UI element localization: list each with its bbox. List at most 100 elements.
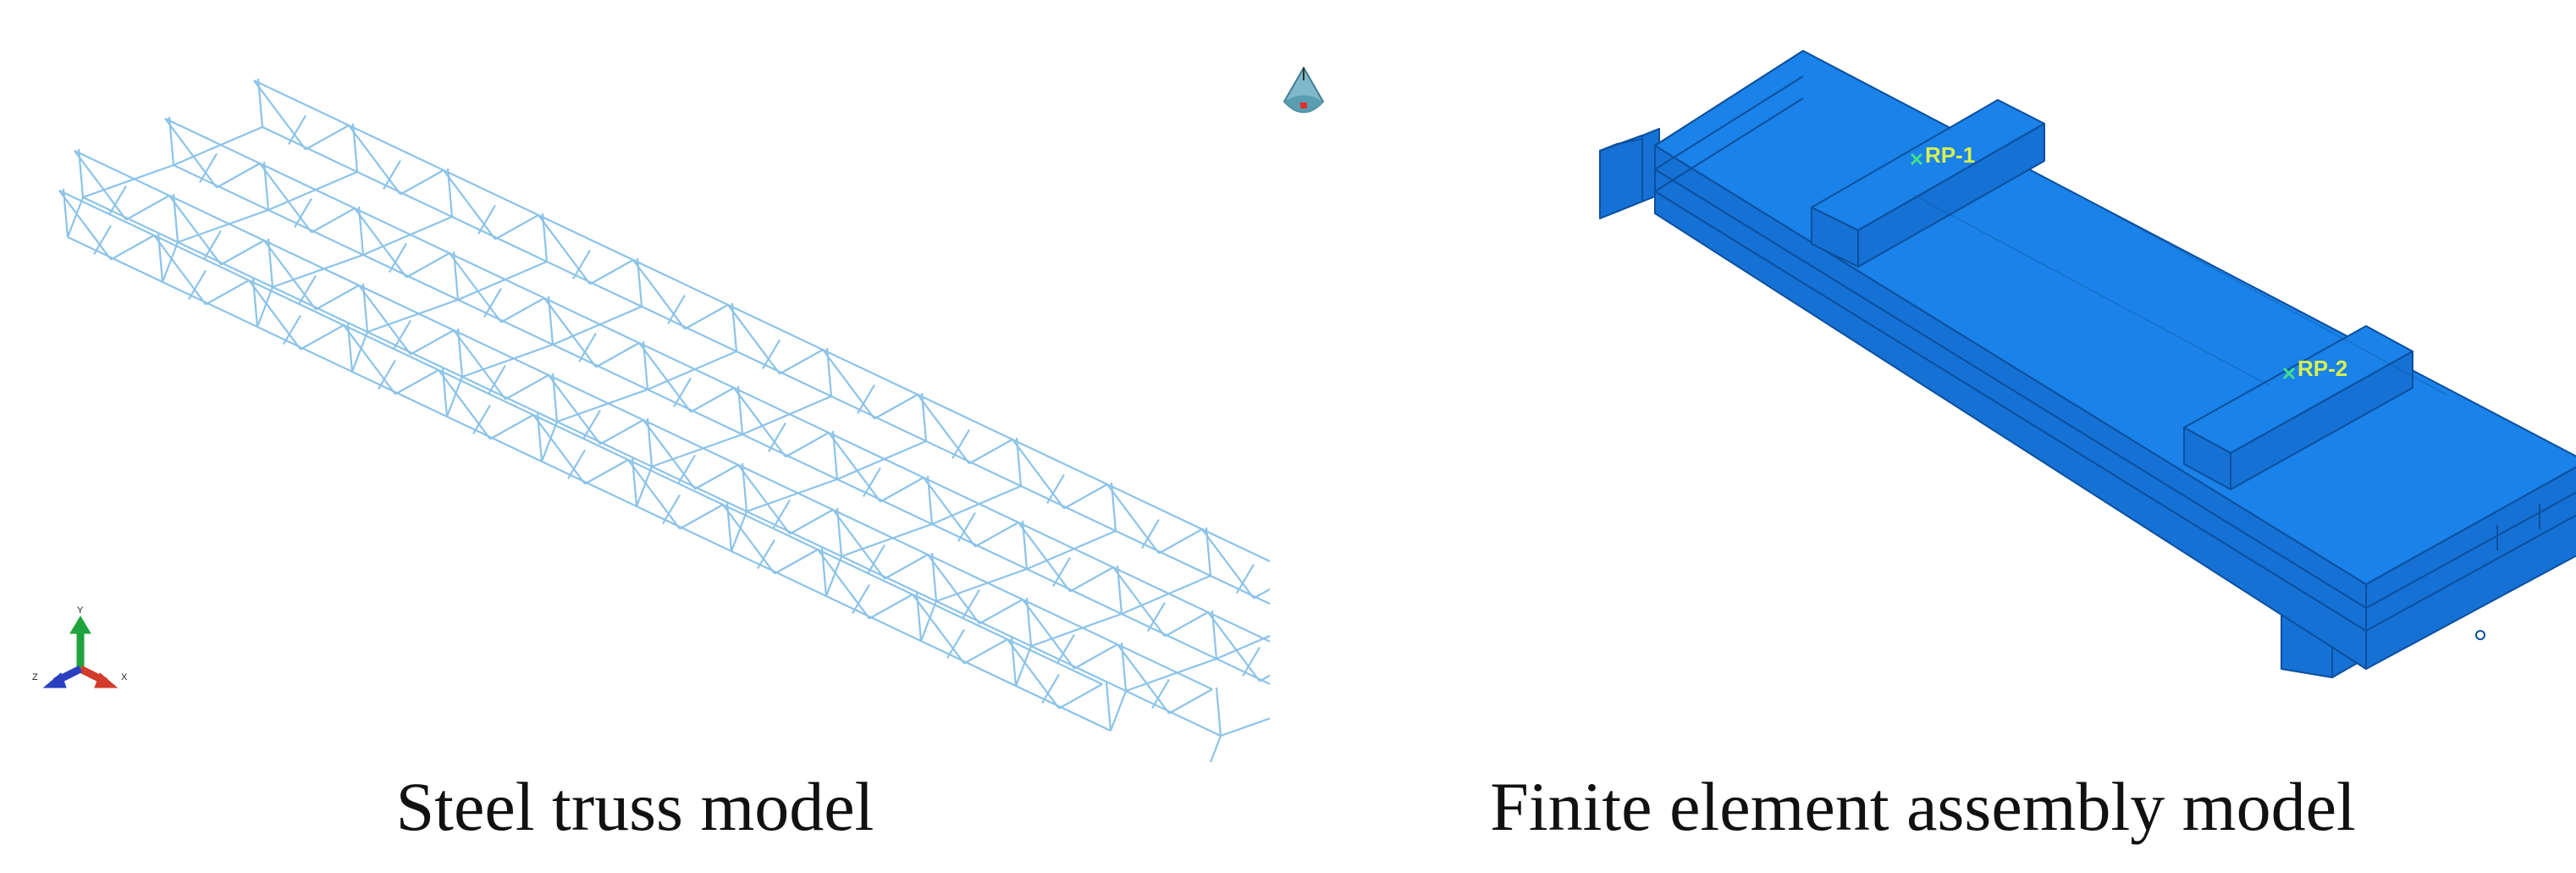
view-cube-marker	[1300, 102, 1307, 108]
truss-0-web-b-4	[684, 304, 729, 330]
truss-1-flair-10	[1147, 601, 1166, 633]
reference-point-1: RP-1	[1910, 142, 1975, 168]
truss-tie-0-7	[836, 439, 927, 481]
truss-2-web-b-2	[315, 285, 360, 311]
fe-assembly-drawing: RP-1 RP-2	[1599, 50, 2576, 678]
truss-2-flair-7	[772, 499, 791, 530]
truss-2-web-a-3	[358, 285, 411, 356]
truss-0-web-a-5	[727, 304, 781, 375]
truss-0-flair-7	[952, 428, 970, 460]
x-axis-arrowhead	[94, 672, 119, 688]
truss-tie-1-4	[461, 343, 554, 378]
truss-1-flair-8	[957, 511, 976, 543]
truss-tie-2-9	[919, 600, 938, 642]
truss-2-flair-3	[393, 319, 411, 351]
truss-2-web-a-5	[548, 374, 601, 445]
z-axis-label: Z	[32, 672, 38, 682]
layer-line-4	[2365, 514, 2576, 632]
truss-0-flair-3	[572, 249, 591, 280]
truss-tie-0-0	[173, 125, 263, 167]
steel-truss-panel: Y X Z	[0, 0, 1402, 873]
loading-plate-1-front	[1857, 123, 2045, 268]
truss-3-flair-1	[188, 269, 207, 301]
truss-3-flair-0	[93, 224, 112, 256]
truss-3-flair-7	[757, 539, 775, 570]
axis-triad: Y X Z	[32, 605, 128, 688]
truss-1-web-a-6	[733, 387, 786, 458]
truss-3-bottom-chord	[67, 236, 1111, 732]
truss-0-web-a-8	[1012, 439, 1065, 510]
truss-tie-1-8	[841, 522, 933, 558]
truss-2-web-a-6	[643, 419, 696, 490]
truss-3-web-b-0	[110, 235, 155, 261]
truss-3-web-a-1	[153, 235, 207, 306]
truss-3-flair-8	[852, 583, 870, 615]
truss-1-web-b-7	[880, 477, 924, 503]
layer-line-2	[1654, 191, 2367, 632]
truss-tie-0-5	[647, 350, 737, 391]
truss-3-web-b-5	[584, 459, 629, 485]
truss-3-web-b-10	[1058, 683, 1103, 710]
truss-1-web-a-5	[638, 342, 692, 413]
truss-tie-0-6	[742, 395, 832, 436]
truss-tie-0-3	[457, 260, 548, 301]
layer-line-6	[1654, 97, 1804, 192]
truss-tie-1-10	[1030, 612, 1123, 648]
truss-2-web-a-1	[168, 195, 222, 266]
truss-1-web-b-10	[1164, 611, 1209, 638]
truss-2-web-a-4	[453, 329, 506, 401]
top-face-line-2	[2115, 215, 2447, 395]
truss-1-web-a-10	[1112, 566, 1166, 638]
truss-tie-2-10	[1014, 645, 1033, 687]
truss-tie-2-7	[730, 511, 748, 552]
truss-1-flair-6	[768, 422, 786, 453]
truss-0-web-a-4	[632, 259, 686, 330]
truss-2-vertical-12	[1215, 687, 1222, 737]
truss-tie-2-8	[825, 555, 843, 597]
truss-2-web-a-8	[832, 509, 885, 580]
truss-wireframe	[58, 78, 1402, 776]
truss-tie-0-9	[1026, 529, 1117, 571]
truss-tie-0-1	[268, 170, 358, 212]
truss-tie-1-3	[367, 298, 459, 334]
top-face-line-1	[1912, 194, 2270, 386]
truss-0-web-b-0	[305, 124, 350, 151]
truss-2-web-a-11	[1117, 644, 1170, 715]
truss-3-web-b-6	[679, 504, 724, 530]
truss-1-web-b-4	[595, 342, 640, 368]
truss-0-web-a-3	[538, 214, 591, 285]
truss-tie-2-12	[1204, 735, 1222, 776]
layer-line-3	[2365, 491, 2576, 609]
truss-0-web-b-1	[400, 169, 444, 196]
truss-3-web-a-5	[532, 414, 586, 485]
truss-1-web-b-9	[1069, 566, 1114, 593]
truss-1-flair-1	[294, 197, 312, 229]
truss-3-web-a-7	[722, 504, 775, 575]
truss-0-flair-8	[1046, 473, 1065, 505]
truss-1-web-a-0	[164, 118, 218, 189]
truss-0-flair-10	[1236, 563, 1255, 594]
truss-2-web-a-7	[737, 464, 791, 535]
truss-1-web-a-8	[923, 477, 976, 548]
truss-3-flair-5	[567, 449, 586, 480]
truss-1-web-b-11	[1259, 656, 1304, 682]
view-cube-icon	[1282, 65, 1325, 113]
y-axis-label: Y	[77, 605, 84, 616]
truss-tie-2-5	[540, 421, 559, 462]
truss-3-web-b-3	[394, 369, 439, 395]
truss-1-web-b-1	[311, 207, 356, 234]
truss-2-web-b-8	[884, 554, 929, 580]
truss-3-top-chord	[58, 190, 1103, 685]
truss-0-flair-1	[383, 159, 401, 191]
truss-1-web-a-7	[828, 432, 881, 503]
truss-0-web-b-5	[779, 349, 824, 375]
truss-2-flair-11	[1151, 678, 1170, 710]
truss-2-web-b-6	[694, 464, 739, 490]
truss-1-web-b-0	[216, 163, 261, 189]
y-axis-arrowhead	[69, 616, 91, 634]
truss-1-web-a-9	[1018, 522, 1071, 593]
truss-3-web-a-4	[438, 369, 491, 440]
truss-1-flair-11	[1242, 646, 1260, 677]
truss-1-web-b-6	[785, 432, 830, 458]
